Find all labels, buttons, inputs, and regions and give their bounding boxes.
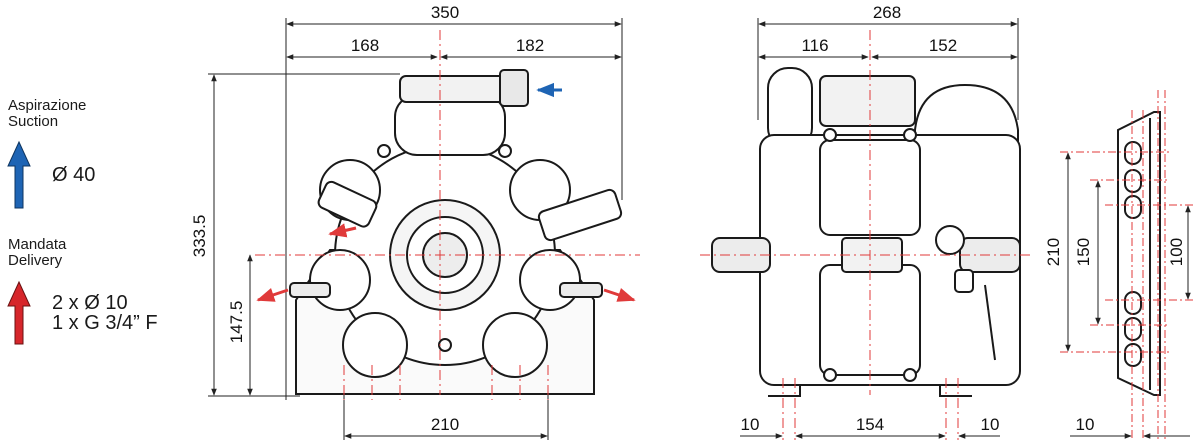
delivery-thread: 1 x G 3/4” F	[52, 312, 158, 334]
legend-panel: Aspirazione Suction Ø 40 Mandata Deliver…	[0, 0, 200, 445]
front-dim-heights	[208, 73, 400, 397]
side-dim-152-label: 152	[929, 36, 957, 55]
side-pump-body	[711, 67, 1021, 386]
suction-diameter: Ø 40	[52, 164, 96, 186]
suction-title-it: Aspirazione	[8, 97, 87, 114]
side-dim-116-label: 116	[801, 36, 828, 55]
suction-title-en: Suction	[8, 113, 59, 130]
delivery-title-en: Delivery	[8, 252, 63, 269]
side-center-axes	[700, 30, 1030, 440]
side-dim-10-right-label: 10	[981, 415, 1000, 434]
suction-arrow-icon	[7, 140, 31, 209]
bracket-dim-150-label: 150	[1074, 238, 1093, 266]
side-dim-top	[757, 18, 1019, 120]
side-dim-154-label: 154	[856, 415, 884, 434]
bracket-slots	[1124, 141, 1142, 367]
side-view: 268 116 152	[700, 3, 1030, 440]
delivery-flow-arrow-left	[256, 288, 289, 302]
bracket-dims	[1065, 152, 1191, 439]
delivery-outlets: 2 x Ø 10	[52, 292, 128, 314]
front-dim-182-label: 182	[516, 36, 544, 55]
bracket-dim-100-label: 100	[1167, 238, 1186, 266]
delivery-arrow-icon	[7, 280, 31, 345]
bracket-view: 210 150 100 10	[1044, 90, 1195, 440]
front-dim-210-label: 210	[431, 415, 459, 434]
front-dim-147-label: 147.5	[227, 301, 246, 344]
delivery-title-it: Mandata	[8, 236, 67, 253]
bracket-dim-10-label: 10	[1076, 415, 1095, 434]
front-flow-arrows	[256, 82, 636, 302]
front-view: 350 168 182 333.5 147.5 210	[190, 3, 640, 440]
bracket-center-axes	[1060, 90, 1195, 440]
front-dim-168-label: 168	[351, 36, 379, 55]
side-feet	[768, 385, 972, 397]
delivery-flow-arrow-right	[603, 288, 636, 302]
side-dim-268-label: 268	[873, 3, 901, 22]
side-dim-10-left-label: 10	[741, 415, 760, 434]
front-dim-total-width	[285, 18, 623, 400]
bracket-dim-210-label: 210	[1044, 238, 1063, 266]
front-dim-333-label: 333.5	[190, 215, 209, 258]
front-center-axes	[255, 30, 640, 400]
delivery-flow-arrow-upper	[328, 223, 357, 238]
front-dim-350-label: 350	[431, 3, 459, 22]
